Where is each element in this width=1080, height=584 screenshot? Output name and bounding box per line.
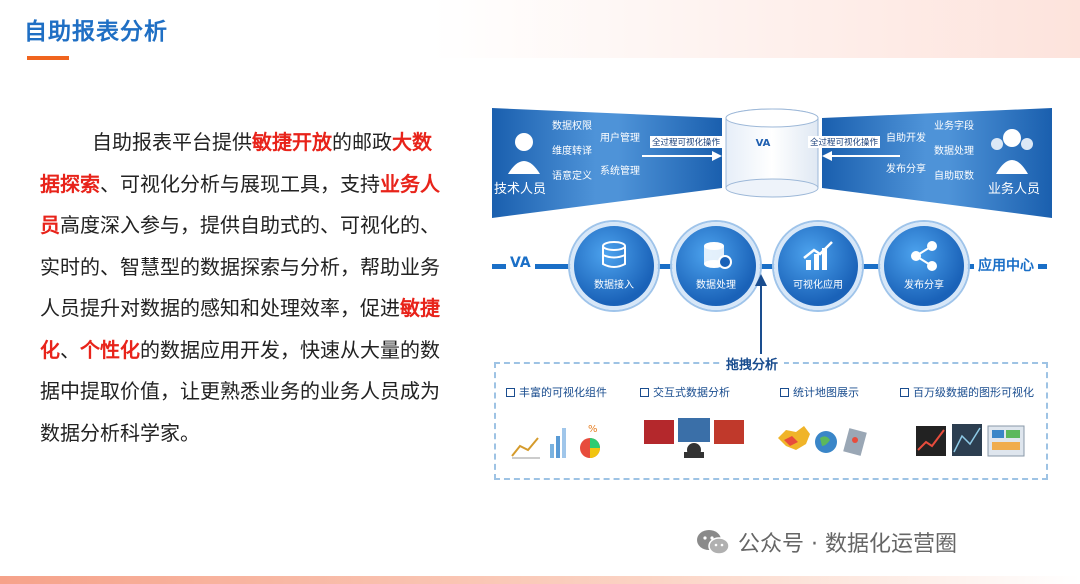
flow-line (492, 264, 1047, 269)
node-data-ingest: 数据接入 (570, 222, 658, 310)
node-label: 发布分享 (904, 280, 944, 291)
node-label: 数据处理 (696, 280, 736, 291)
feature-item: 统计地图展示 (780, 384, 859, 400)
title-underline (27, 56, 69, 60)
svg-text:%: % (588, 424, 598, 435)
header-band (0, 0, 1080, 58)
highlight-text: 个性化 (80, 337, 140, 362)
roles-banner (492, 108, 1052, 218)
right-role-label: 业务人员 (988, 182, 1041, 197)
left-item: 用户管理 (600, 133, 640, 144)
left-arrow-label: 全过程可视化操作 (650, 136, 723, 148)
node-label: 可视化应用 (793, 280, 843, 291)
node-publish-share: 发布分享 (880, 222, 968, 310)
node-label: 数据接入 (594, 280, 634, 291)
up-arrow-icon (755, 274, 767, 360)
feature-item: 丰富的可视化组件 (506, 384, 607, 400)
wechat-icon (697, 530, 730, 555)
body-text: 、可视化分析与展现工具，支持 (100, 171, 380, 196)
feature-item: 百万级数据的图形可视化 (900, 384, 1034, 400)
database-icon (602, 241, 626, 268)
charts-thumbnail-icon: % (511, 424, 600, 459)
left-item: 语意定义 (552, 171, 592, 182)
stack-icon (704, 242, 732, 269)
right-item: 自助开发 (886, 133, 926, 144)
left-item: 数据权限 (552, 121, 592, 132)
slide-title: 自助报表分析 (24, 19, 168, 45)
interactive-analysis-thumbnail-icon (644, 418, 744, 458)
left-item: 系统管理 (600, 166, 640, 177)
highlight-text: 大数据探索 (40, 130, 432, 196)
flow-start-label: VA (506, 255, 535, 271)
body-text: 自助报表平台提供 (92, 130, 252, 154)
left-role-label: 技术人员 (494, 182, 547, 197)
va-cylinder-label: VA (755, 138, 771, 149)
highlight-text: 敏捷化 (40, 296, 440, 362)
flow-end-label: 应用中心 (974, 255, 1038, 275)
right-item: 发布分享 (886, 164, 926, 175)
va-diagram: VA 技术人员 数据权限 维度转译 语意定义 用户管理 系统管理 全过程可视化操… (488, 92, 1053, 484)
body-text: 、 (60, 337, 80, 362)
body-text: 的邮政 (332, 130, 392, 154)
highlight-text: 敏捷开放 (252, 130, 332, 154)
node-data-process: 数据处理 (672, 222, 760, 310)
growth-chart-icon (803, 241, 833, 270)
node-visual-app: 可视化应用 (774, 222, 862, 310)
map-thumbnail-icon (778, 426, 867, 456)
body-text: 高度深入参与，提供自助式的、可视化的、实时的、智慧型的数据探索与分析，帮助业务人… (40, 213, 440, 320)
watermark: 公众号 · 数据化运营圈 (738, 532, 957, 557)
drag-analysis-title: 拖拽分析 (720, 354, 785, 373)
right-item: 业务字段 (934, 121, 974, 132)
highlight-text: 业务人员 (40, 171, 440, 238)
big-data-visual-thumbnail-icon (916, 424, 1025, 457)
body-text: 的数据应用开发，快速从大量的数据中提取价值，让更熟悉业务的业务人员成为数据分析科… (40, 337, 440, 445)
left-item: 维度转译 (552, 146, 592, 157)
footer-band (0, 576, 1080, 584)
right-item: 自助取数 (934, 171, 974, 182)
body-paragraph: 自助报表平台提供敏捷开放的邮政大数据探索、可视化分析与展现工具，支持业务人员高度… (40, 122, 448, 454)
right-item: 数据处理 (934, 146, 974, 157)
share-icon (911, 241, 937, 271)
right-arrow-label: 全过程可视化操作 (808, 136, 881, 148)
feature-item: 交互式数据分析 (640, 384, 730, 400)
